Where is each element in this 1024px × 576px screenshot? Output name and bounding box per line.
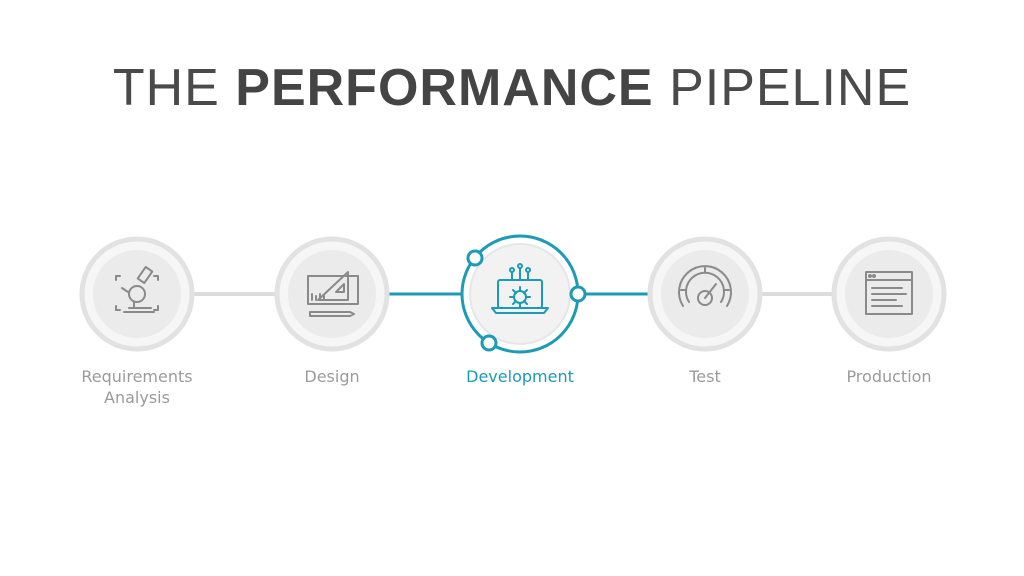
microscope-icon [115,265,159,313]
orbit-node-top [466,249,484,267]
stage-label-production: Production [799,366,979,387]
stage-label-line2: Analysis [104,388,170,407]
stage-label-line1: Development [466,367,574,386]
stage-label-line1: Requirements [81,367,193,386]
title-suffix: PIPELINE [669,59,912,117]
stage-production[interactable] [831,236,947,352]
stage-disc [93,250,181,338]
speedometer-icon [678,265,732,307]
page-title: THE PERFORMANCE PIPELINE [0,58,1024,118]
stage-design[interactable] [274,236,390,352]
stage-label-line1: Test [689,367,721,386]
stage-disc [288,250,376,338]
stage-disc [469,243,571,345]
stage-label-line1: Production [846,367,932,386]
laptop-gear-icon [491,263,549,314]
stage-label-requirements-analysis: Requirements Analysis [47,366,227,408]
stage-requirements-analysis[interactable] [79,236,195,352]
title-emphasis: PERFORMANCE [235,59,654,117]
stage-development[interactable] [460,234,587,354]
drafting-tools-icon [307,271,359,317]
stage-disc [661,250,749,338]
title-prefix: THE [112,59,220,117]
stage-label-development: Development [430,366,610,387]
browser-window-icon [865,271,913,315]
stage-label-design: Design [242,366,422,387]
orbit-node-right [569,285,587,303]
stage-label-test: Test [615,366,795,387]
stage-test[interactable] [647,236,763,352]
stage-label-line1: Design [304,367,360,386]
orbit-node-bottom [480,334,498,352]
